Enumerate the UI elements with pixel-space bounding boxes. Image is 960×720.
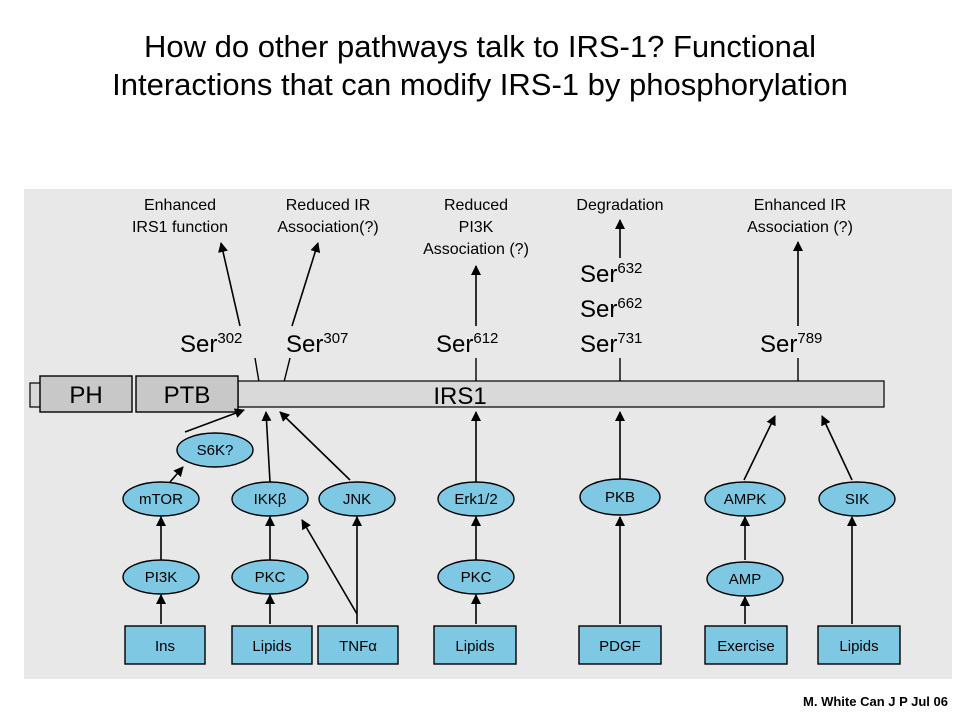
label-ampk: AMPK (724, 491, 767, 508)
kinase-arrows (156, 408, 857, 624)
svg-text:Ser731: Ser731 (580, 330, 642, 358)
box-tnf (317, 625, 399, 665)
effect-reduced-ir-association: Reduced IR Association(?) (277, 197, 378, 236)
box-lipids-1 (231, 625, 313, 665)
label-pi3k: PI3K (145, 569, 178, 586)
label-pkb: PKB (605, 489, 635, 506)
ph-domain (39, 375, 133, 413)
label-jnk: JNK (343, 491, 371, 508)
box-ins (124, 625, 206, 665)
label-tnf: TNFα (339, 638, 377, 655)
node-pi3k (122, 559, 200, 595)
svg-text:PI3K: PI3K (459, 219, 494, 236)
effect-reduced-pi3k-association: Reduced PI3K Association (?) (423, 197, 529, 258)
node-amp (706, 561, 784, 597)
site-ser302: Ser302 (180, 330, 242, 358)
label-pdgf: PDGF (599, 638, 641, 655)
label-pkc-2: PKC (461, 569, 492, 586)
svg-text:Enhanced: Enhanced (144, 197, 216, 214)
svg-text:Ser632: Ser632 (580, 260, 642, 288)
label-s6k: S6K? (197, 442, 234, 459)
site-ticks (254, 357, 799, 383)
site-ser731: Ser731 (580, 330, 642, 358)
slide-title: How do other pathways talk to IRS-1? Fun… (0, 28, 960, 104)
label-sik: SIK (845, 491, 869, 508)
citation-credit: M. White Can J P Jul 06 (803, 694, 948, 709)
ptb-label: PTB (164, 382, 211, 409)
svg-text:Ser307: Ser307 (286, 330, 348, 358)
title-line-1: How do other pathways talk to IRS-1? Fun… (143, 29, 816, 64)
svg-text:IRS1 function: IRS1 function (132, 219, 228, 236)
irs1-protein: PH PTB IRS1 (29, 375, 885, 413)
site-ser632: Ser632 (580, 260, 642, 288)
node-ampk (704, 481, 786, 517)
node-s6k (176, 432, 254, 468)
label-exercise: Exercise (717, 638, 775, 655)
irs1-bar (237, 380, 885, 408)
label-ikkb: IKKβ (254, 491, 287, 508)
box-pdgf (578, 625, 662, 665)
node-mtor (122, 481, 200, 517)
svg-text:Ser612: Ser612 (436, 330, 498, 358)
effect-enhanced-irs1-function: Enhanced IRS1 function (132, 197, 228, 236)
svg-text:Association (?): Association (?) (423, 241, 529, 258)
ph-label: PH (69, 382, 102, 409)
node-sik (818, 481, 896, 517)
svg-text:Reduced IR: Reduced IR (286, 197, 371, 214)
effect-enhanced-ir-association: Enhanced IR Association (?) (747, 197, 853, 236)
svg-text:Association(?): Association(?) (277, 219, 378, 236)
svg-text:Association (?): Association (?) (747, 219, 853, 236)
ptb-domain (135, 375, 239, 413)
svg-text:Ser662: Ser662 (580, 295, 642, 323)
box-lipids-3 (817, 625, 901, 665)
label-mtor: mTOR (139, 491, 183, 508)
svg-text:Degradation: Degradation (576, 197, 663, 214)
label-lipids-2: Lipids (455, 638, 494, 655)
site-ser307: Ser307 (286, 330, 348, 358)
arrow-307-effect (291, 242, 321, 327)
arrow-302-effect (218, 242, 241, 327)
box-lipids-2 (433, 625, 517, 665)
node-ikkb (231, 481, 309, 517)
node-pkc-2 (437, 559, 515, 595)
node-jnk (318, 481, 396, 517)
title-line-2: Interactions that can modify IRS-1 by ph… (112, 67, 848, 102)
node-erk (437, 481, 515, 517)
svg-text:Ser302: Ser302 (180, 330, 242, 358)
svg-text:Reduced: Reduced (444, 197, 508, 214)
effect-arrows (218, 219, 803, 327)
label-ins: Ins (155, 638, 175, 655)
box-exercise (704, 625, 788, 665)
effect-degradation: Degradation (576, 197, 663, 214)
site-ser662: Ser662 (580, 295, 642, 323)
svg-text:Ser789: Ser789 (760, 330, 822, 358)
site-ser612: Ser612 (436, 330, 498, 358)
irs1-label: IRS1 (433, 383, 486, 410)
label-pkc-1: PKC (255, 569, 286, 586)
label-lipids-1: Lipids (252, 638, 291, 655)
label-amp: AMP (729, 571, 762, 588)
node-pkc-1 (231, 559, 309, 595)
site-ser789: Ser789 (760, 330, 822, 358)
svg-text:Enhanced IR: Enhanced IR (754, 197, 847, 214)
node-pkb (579, 478, 661, 516)
label-erk: Erk1/2 (454, 491, 497, 508)
label-lipids-3: Lipids (839, 638, 878, 655)
